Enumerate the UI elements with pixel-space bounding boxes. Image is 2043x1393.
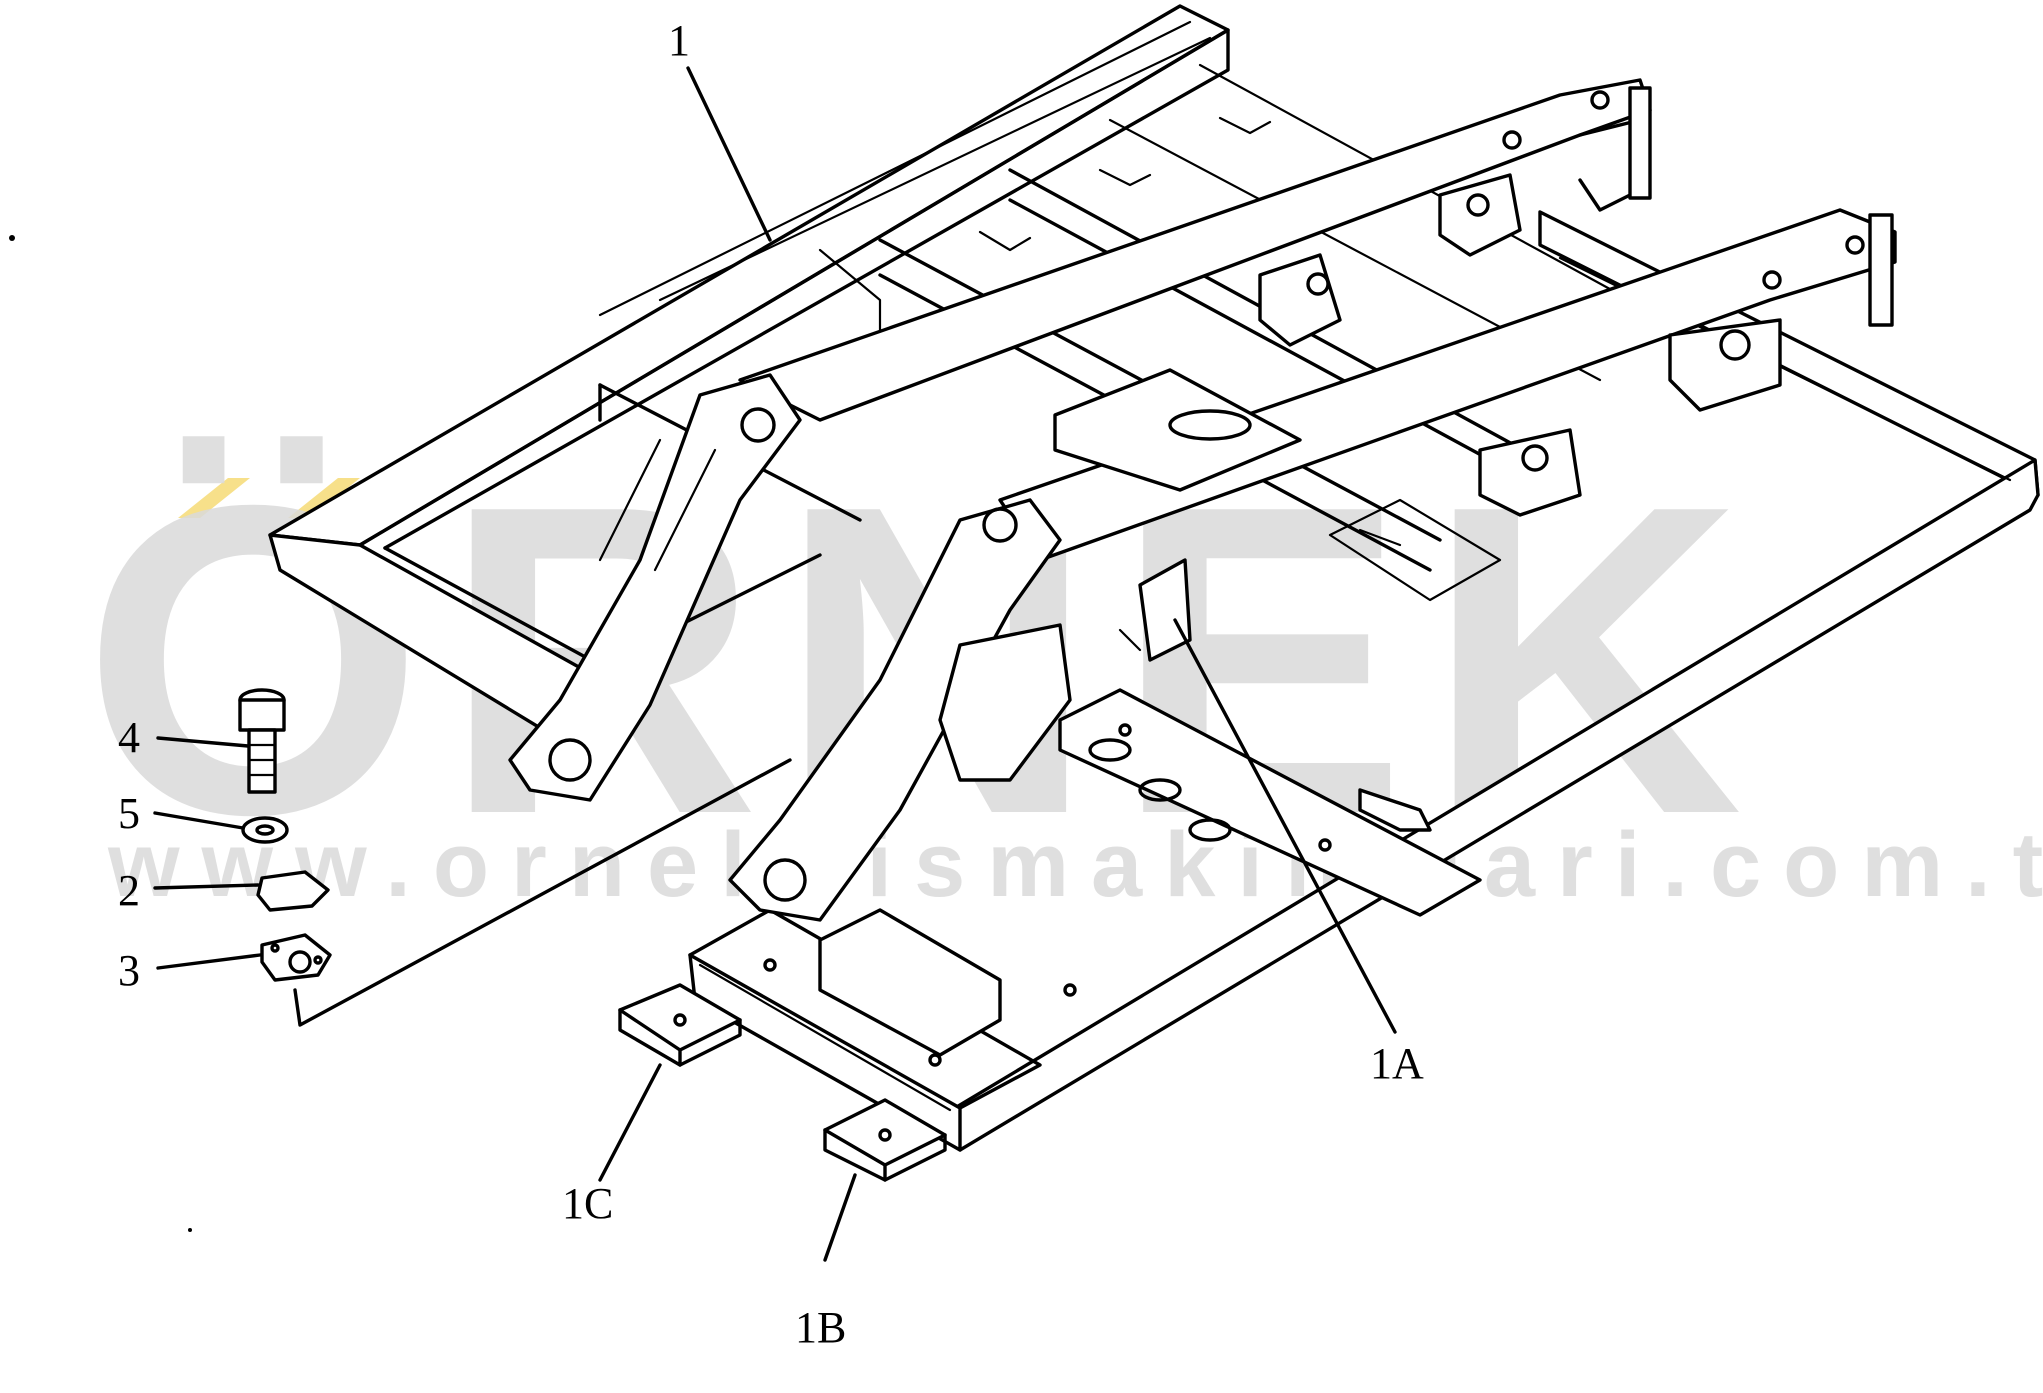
scan-speck [9,235,15,241]
lever-left [508,373,802,802]
leaders [153,66,1397,1262]
watermark-accent-right [288,478,360,518]
callout-3: 3 [118,946,140,995]
callout-1a: 1A [1370,1039,1424,1088]
suspension-block-3 [1668,318,1782,412]
watermark-url: www.orneksismakinalari.com.tr [107,814,2043,916]
leader-1c [598,1063,662,1182]
frame-assembly [268,4,2040,1182]
suspension-block-2 [1258,253,1342,347]
leader-1b [823,1173,857,1262]
leader-1 [686,66,772,242]
callout-2: 2 [118,866,140,915]
assembly-leader [293,758,792,1027]
cover-plate-part [260,933,332,982]
callout-1: 1 [668,16,690,65]
leader-5 [153,811,245,830]
suspension-block-4 [1478,428,1582,517]
gasket-part [256,870,330,912]
washer-part [241,816,289,844]
leader-4 [156,736,250,748]
callout-4: 4 [118,713,140,762]
lever-right [728,498,1062,922]
leader-1a [1173,618,1397,1034]
bolt-part [238,688,286,794]
bracket-1c-part [618,983,742,1067]
leader-3 [156,953,262,970]
callout-5: 5 [118,789,140,838]
scan-speck [188,1228,192,1232]
callout-1c: 1C [562,1179,613,1228]
front-cross-member [688,953,962,1152]
callout-labels: 1 4 5 2 3 1A 1C 1B [118,16,1424,1352]
watermark-accent-left [178,478,250,518]
center-box [1053,368,1302,492]
bracket-1a-part [1118,558,1192,662]
callout-1b: 1B [795,1303,846,1352]
leader-2 [153,883,260,890]
bracket-1b-part [823,1098,947,1182]
loose-parts [238,688,792,1027]
suspension-block-1 [1438,173,1522,257]
